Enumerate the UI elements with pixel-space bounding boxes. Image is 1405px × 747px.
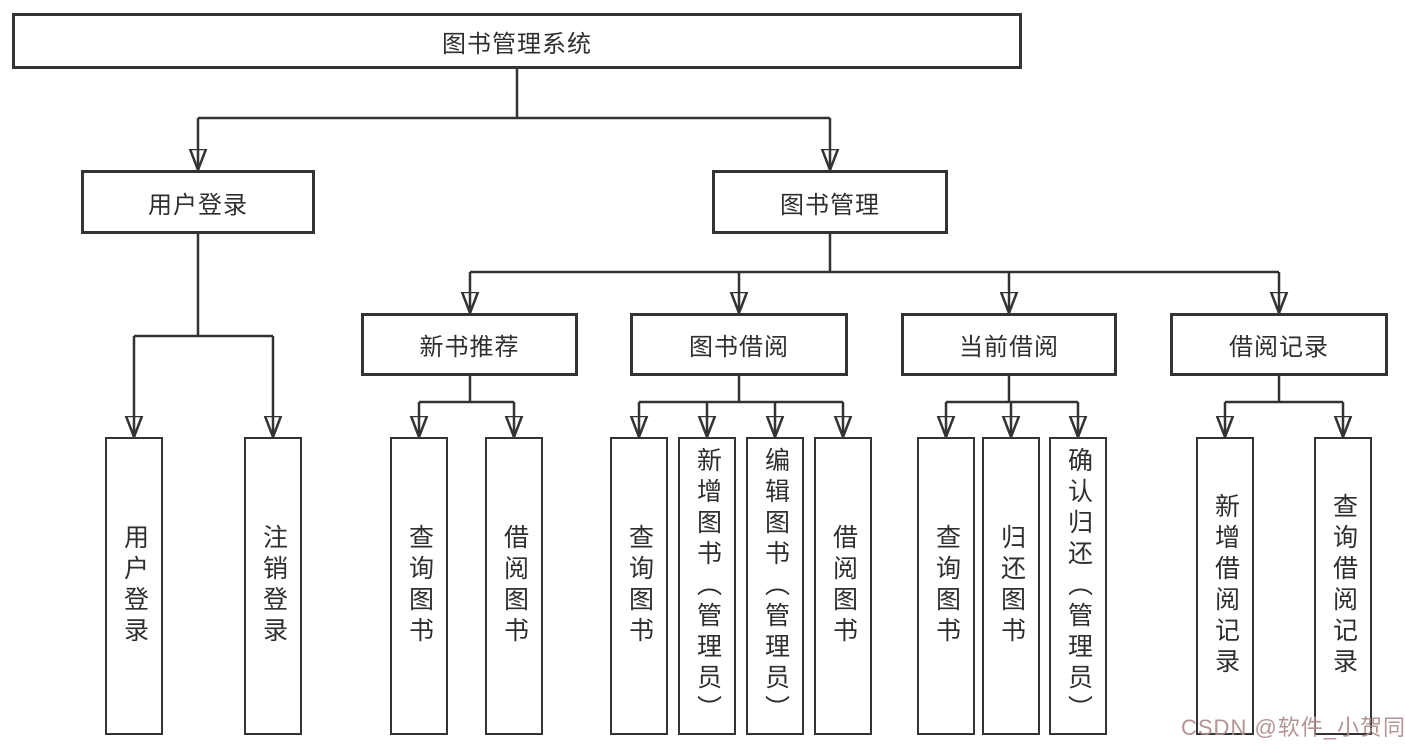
node-label: 查询图书 bbox=[405, 524, 434, 648]
node-book-borrowing: 图书借阅 bbox=[630, 313, 848, 376]
node-label: 查询图书 bbox=[932, 524, 961, 648]
node-label: 查询借阅记录 bbox=[1329, 493, 1358, 679]
node-new-book-recommendation: 新书推荐 bbox=[361, 313, 578, 376]
node-label: 查询图书 bbox=[625, 524, 654, 648]
node-current-borrowing: 当前借阅 bbox=[901, 313, 1117, 376]
leaf-bb-add-books-admin: 新增图书（管理员） bbox=[678, 437, 736, 735]
node-label: 确认归还（管理员） bbox=[1064, 446, 1093, 726]
leaf-cb-confirm-return-admin: 确认归还（管理员） bbox=[1049, 437, 1107, 735]
node-borrowing-records: 借阅记录 bbox=[1170, 313, 1388, 376]
node-label: 注销登录 bbox=[259, 524, 288, 648]
node-label: 借阅图书 bbox=[500, 524, 529, 648]
node-label: 用户登录 bbox=[120, 524, 149, 648]
leaf-user-login: 用户登录 bbox=[105, 437, 163, 735]
node-label: 新增图书（管理员） bbox=[693, 446, 722, 726]
leaf-bb-borrow-books: 借阅图书 bbox=[814, 437, 872, 735]
node-library-management-system: 图书管理系统 bbox=[12, 13, 1022, 69]
leaf-bb-edit-books-admin: 编辑图书（管理员） bbox=[746, 437, 804, 735]
node-label: 新增借阅记录 bbox=[1211, 493, 1240, 679]
node-label: 图书借阅 bbox=[689, 334, 789, 361]
node-label: 借阅图书 bbox=[829, 524, 858, 648]
node-label: 借阅记录 bbox=[1229, 334, 1329, 361]
leaf-logout: 注销登录 bbox=[244, 437, 302, 735]
leaf-nb-query-books: 查询图书 bbox=[390, 437, 448, 735]
leaf-br-add-record: 新增借阅记录 bbox=[1196, 437, 1254, 735]
node-label: 图书管理 bbox=[780, 191, 880, 219]
node-label: 编辑图书（管理员） bbox=[761, 446, 790, 726]
node-label: 图书管理系统 bbox=[442, 30, 592, 58]
leaf-cb-query-books: 查询图书 bbox=[917, 437, 975, 735]
leaf-cb-return-books: 归还图书 bbox=[982, 437, 1040, 735]
leaf-bb-query-books: 查询图书 bbox=[610, 437, 668, 735]
node-book-management: 图书管理 bbox=[712, 170, 948, 234]
leaf-br-query-record: 查询借阅记录 bbox=[1314, 437, 1372, 735]
node-user-login: 用户登录 bbox=[81, 170, 315, 234]
leaf-nb-borrow-books: 借阅图书 bbox=[485, 437, 543, 735]
node-label: 用户登录 bbox=[148, 191, 248, 219]
node-label: 新书推荐 bbox=[419, 334, 520, 361]
node-label: 归还图书 bbox=[997, 524, 1026, 648]
node-label: 当前借阅 bbox=[959, 334, 1059, 361]
